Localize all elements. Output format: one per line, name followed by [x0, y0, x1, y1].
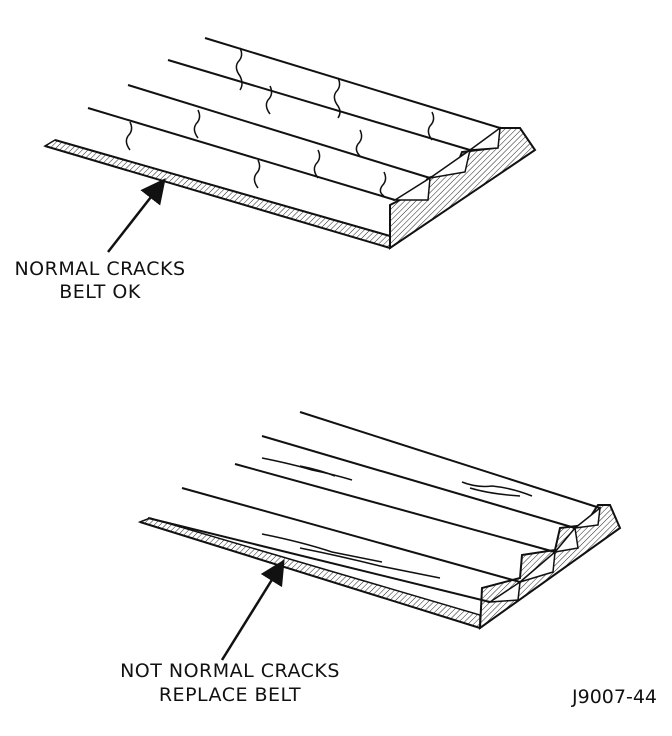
not-normal-cracks-label: NOT NORMAL CRACKS	[120, 660, 340, 682]
figure-code: J9007-44	[572, 686, 657, 708]
belt-normal-illustration	[43, 37, 537, 250]
abnormal-cracks-arrow	[220, 559, 285, 661]
replace-belt-label: REPLACE BELT	[158, 684, 302, 706]
belt-damaged-illustration	[137, 411, 622, 631]
normal-cracks-label: NORMAL CRACKS	[14, 258, 186, 280]
normal-cracks-arrow	[107, 178, 166, 253]
belt-ok-label: BELT OK	[59, 281, 141, 303]
